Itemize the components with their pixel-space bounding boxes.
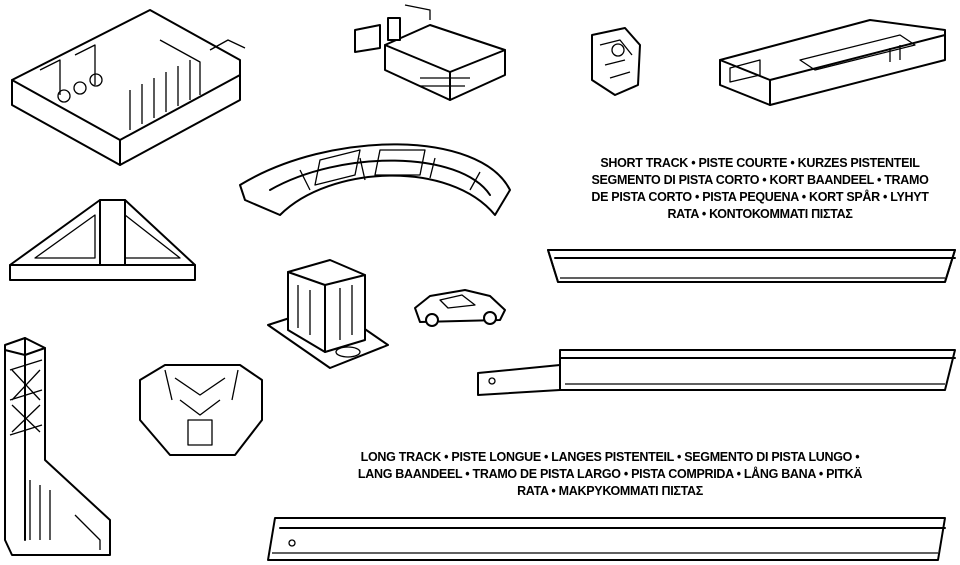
- gate-part: [354, 4, 506, 101]
- launcher-base-part: [11, 9, 246, 166]
- short-track-part: [547, 249, 956, 283]
- short-track-caption: SHORT TRACK • PISTE COURTE • KURZES PIST…: [560, 155, 960, 223]
- long-track-caption-line: LONG TRACK • PISTE LONGUE • LANGES PISTE…: [360, 450, 860, 464]
- short-track-caption-line: SEGMENTO DI PISTA CORTO • KORT BAANDEEL …: [591, 173, 929, 187]
- long-track-caption-line: RATA • ΜΑΚΡΥΚΟΜΜΑΤΙ ΠΙΣΤΑΣ: [517, 484, 703, 498]
- middle-track-part: [477, 349, 956, 396]
- short-track-caption-line: DE PISTA CORTO • PISTA PEQUENA • KORT SP…: [591, 190, 929, 204]
- short-track-caption-line: RATA • ΚΟΝΤΟΚΟΜΜΑΤΙ ΠΙΣΤΑΣ: [667, 207, 853, 221]
- triangle-support-part: [9, 199, 196, 281]
- curved-track-part: [239, 143, 511, 216]
- rock-part: [591, 27, 641, 96]
- toy-car-part: [414, 289, 506, 327]
- long-track-caption-line: LANG BAANDEEL • TRAMO DE PISTA LARGO • P…: [357, 467, 863, 481]
- short-track-caption-line: SHORT TRACK • PISTE COURTE • KURZES PIST…: [600, 156, 920, 170]
- long-track-caption: LONG TRACK • PISTE LONGUE • LANGES PISTE…: [300, 449, 920, 500]
- launcher-handle-part: [719, 19, 946, 106]
- long-track-part: [267, 517, 946, 561]
- shield-part: [139, 364, 263, 456]
- tall-tower-part: [4, 337, 111, 556]
- tower-block-part: [267, 259, 389, 369]
